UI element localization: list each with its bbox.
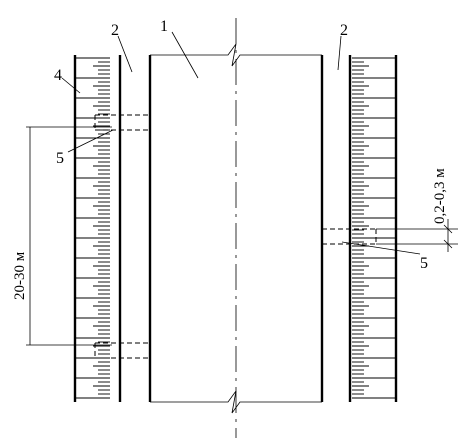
upper-left-drain [94, 113, 150, 132]
leader-line-5-left [67, 129, 114, 153]
top-break-line [150, 43, 322, 67]
drain-width-label: 0,2-0,3 м [432, 168, 448, 224]
label-5-right: 5 [420, 255, 428, 272]
label-1: 1 [160, 18, 168, 35]
drain-width-dimension [376, 219, 458, 252]
lower-left-drain [94, 341, 150, 360]
right-hatched-strip [352, 57, 396, 399]
leader-line-5-right [341, 241, 421, 255]
label-2-right: 2 [340, 22, 348, 39]
leader-line-1 [171, 31, 199, 79]
leader-line-2-right [337, 35, 342, 71]
label-2-left: 2 [111, 22, 119, 39]
bottom-break-line [150, 390, 322, 414]
leader-line-4 [61, 77, 81, 94]
left-hatched-strip [75, 57, 110, 399]
label-4: 4 [54, 67, 62, 84]
spacing-dimension-label: 20-30 м [12, 251, 28, 300]
leader-line-2-left [117, 35, 133, 73]
label-5-left: 5 [56, 150, 64, 167]
right-drain [322, 227, 377, 246]
spacing-dimension [26, 126, 112, 346]
